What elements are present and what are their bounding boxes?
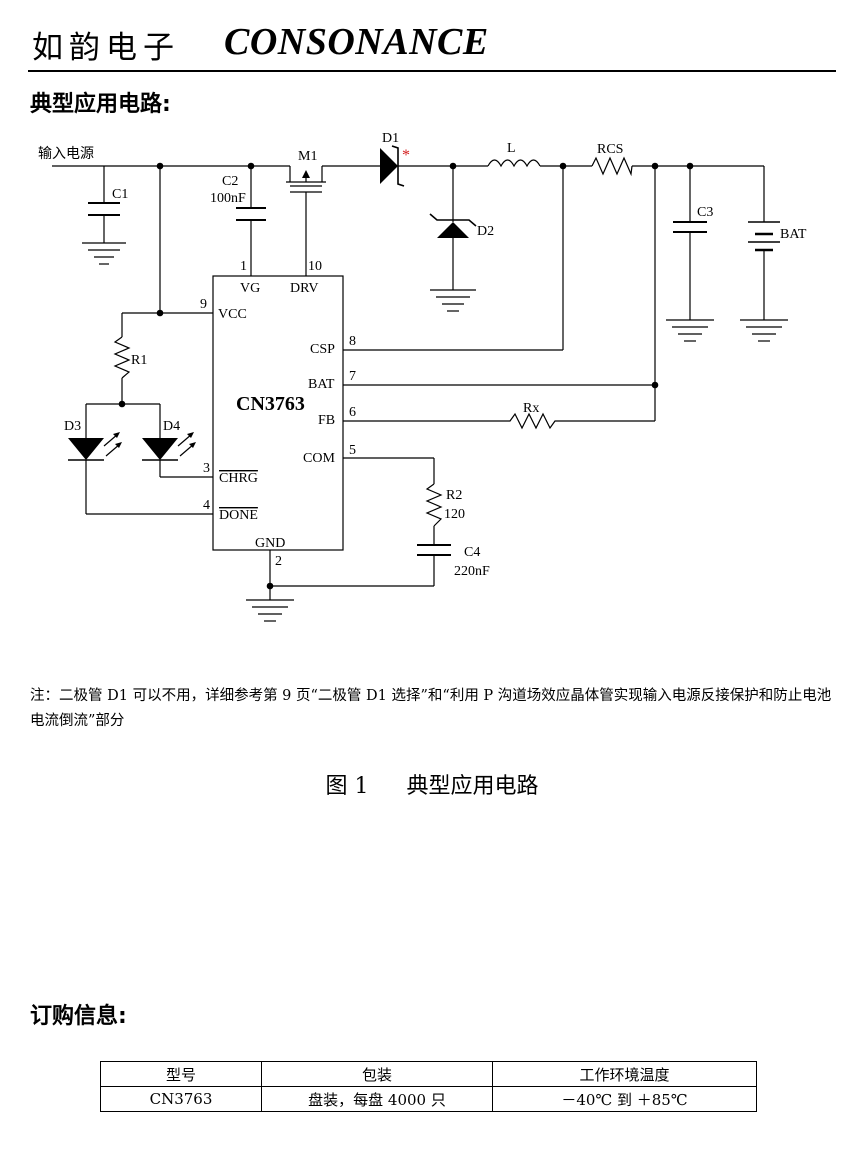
chip-body xyxy=(212,275,344,551)
label-bat-battery: BAT xyxy=(780,227,807,242)
label-c1: C1 xyxy=(112,187,128,202)
pin-number-3: 3 xyxy=(203,461,210,476)
led-d4 xyxy=(142,432,196,461)
pin-com: COM xyxy=(303,451,335,466)
ground-bat xyxy=(740,319,788,342)
capacitor-c4 xyxy=(417,544,451,556)
diode-d2 xyxy=(429,213,477,238)
pin-chrg: CHRG xyxy=(219,471,258,486)
label-d3: D3 xyxy=(64,419,81,434)
pin-drv: DRV xyxy=(290,281,318,296)
pin-vg: VG xyxy=(240,281,260,296)
pin-number-1: 1 xyxy=(240,259,247,274)
pin-number-2: 2 xyxy=(275,554,282,569)
brand-english-name: CONSONANCE xyxy=(224,21,489,63)
resistor-r1 xyxy=(113,336,131,379)
label-rx: Rx xyxy=(523,401,539,416)
table-header-row: 型号 包装 工作环境温度 xyxy=(100,1061,757,1087)
label-m1: M1 xyxy=(298,149,317,164)
capacitor-c3 xyxy=(673,221,707,233)
chip-name: CN3763 xyxy=(236,393,305,415)
label-r2: R2 xyxy=(446,488,462,503)
note-paragraph: 注：二极管 D1 可以不用，详细参考第 9 页“二极管 D1 选择”和“利用 P… xyxy=(30,688,832,729)
page-header: 如韵电子 CONSONANCE xyxy=(28,18,836,72)
led-d3 xyxy=(68,432,122,461)
label-c3: C3 xyxy=(697,205,713,220)
pin-gnd: GND xyxy=(255,536,285,551)
resistor-rcs xyxy=(591,156,633,177)
resistor-rx xyxy=(505,412,560,430)
input-power-label: 输入电源 xyxy=(38,146,94,162)
figure-number: 图 1 xyxy=(325,774,369,799)
mosfet-arrow xyxy=(302,170,310,178)
pin-number-7: 7 xyxy=(349,369,356,384)
pin-fb: FB xyxy=(318,413,335,428)
inductor-l xyxy=(487,159,541,168)
ordering-table: 型号 包装 工作环境温度 CN3763 盘装，每盘 4000 只 －40℃ 到 … xyxy=(100,1061,757,1112)
pin-number-6: 6 xyxy=(349,405,356,420)
label-r2-value: 120 xyxy=(444,507,465,522)
label-r1: R1 xyxy=(131,353,147,368)
pin-done: DONE xyxy=(219,508,258,523)
pin-vcc: VCC xyxy=(218,307,247,322)
section-title-ordering: 订购信息: xyxy=(30,1004,127,1029)
diode-d1 xyxy=(380,145,405,187)
cell-model: CN3763 xyxy=(100,1086,262,1112)
figure-caption: 图 1 典型应用电路 xyxy=(0,768,864,800)
capacitor-c1 xyxy=(88,202,120,216)
pin-number-9: 9 xyxy=(200,297,207,312)
label-c4-value: 220nF xyxy=(454,564,490,579)
header-model: 型号 xyxy=(100,1061,262,1087)
pin-number-8: 8 xyxy=(349,334,356,349)
capacitor-c2 xyxy=(236,207,266,221)
pin-number-5: 5 xyxy=(349,443,356,458)
label-d1-star: * xyxy=(402,147,410,164)
label-l: L xyxy=(507,141,516,156)
circuit-schematic: 输入电源 C1 C2 100nF M1 D1 * L RCS C3 BAT D2… xyxy=(38,131,807,622)
label-c2: C2 xyxy=(222,174,238,189)
mosfet-m1 xyxy=(286,166,326,193)
brand-chinese-name: 如韵电子 xyxy=(32,30,180,66)
section-title-typical-circuit: 典型应用电路: xyxy=(30,92,171,117)
battery-bat xyxy=(748,221,780,252)
label-c4: C4 xyxy=(464,545,480,560)
pin-number-4: 4 xyxy=(203,498,210,513)
pin-csp: CSP xyxy=(310,342,335,357)
cell-package: 盘装，每盘 4000 只 xyxy=(261,1086,493,1112)
junction-dots xyxy=(118,162,694,590)
label-c2-value: 100nF xyxy=(210,191,246,206)
label-rcs: RCS xyxy=(597,142,623,157)
ground-d2 xyxy=(430,289,476,312)
ground-main xyxy=(246,599,294,622)
label-d4: D4 xyxy=(163,419,180,434)
pin-bat: BAT xyxy=(308,377,335,392)
resistor-r2 xyxy=(425,483,443,527)
label-d2: D2 xyxy=(477,224,494,239)
label-d1: D1 xyxy=(382,131,399,146)
header-rule xyxy=(28,70,836,72)
table-row: CN3763 盘装，每盘 4000 只 －40℃ 到 ＋85℃ xyxy=(100,1086,757,1112)
cell-temperature: －40℃ 到 ＋85℃ xyxy=(492,1086,757,1112)
ground-c3 xyxy=(666,319,714,342)
header-temperature: 工作环境温度 xyxy=(492,1061,757,1087)
header-package: 包装 xyxy=(261,1061,493,1087)
ground-c1 xyxy=(82,242,126,265)
pin-number-10: 10 xyxy=(308,259,322,274)
figure-title: 典型应用电路 xyxy=(406,774,539,799)
